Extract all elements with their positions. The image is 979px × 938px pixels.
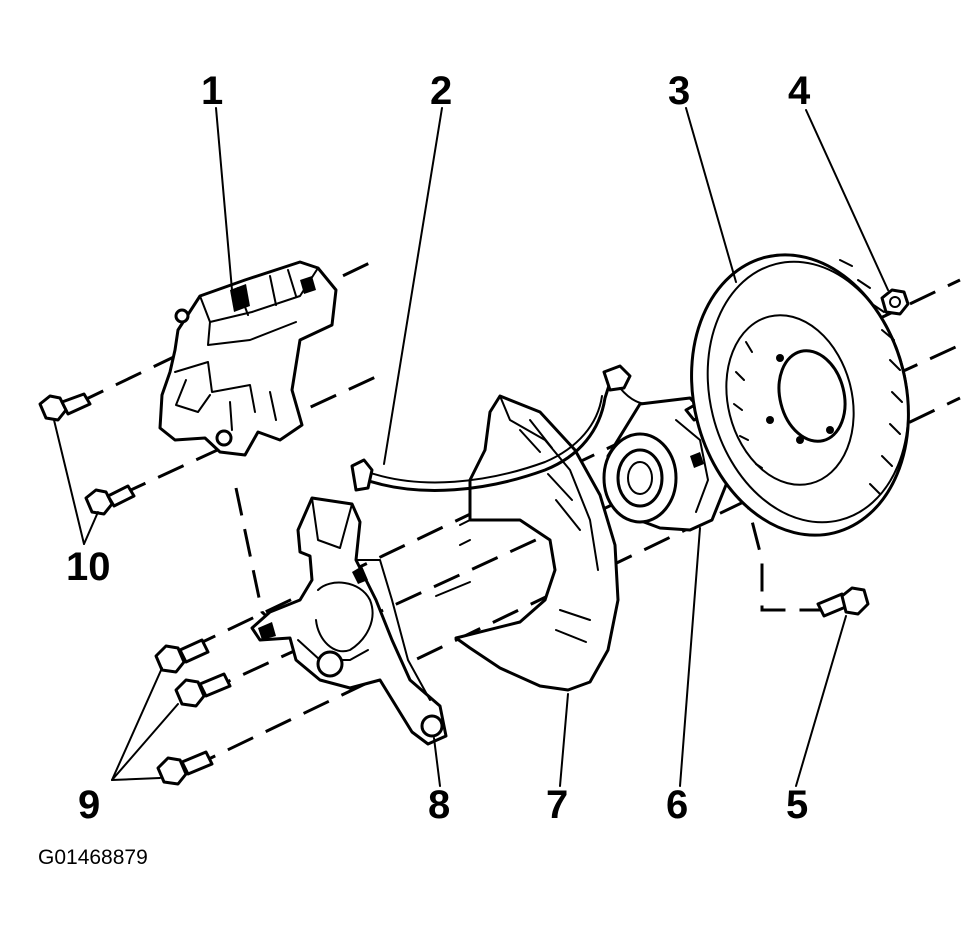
knuckle-bolts — [154, 638, 232, 786]
wheel-speed-sensor-harness — [350, 364, 649, 492]
callout-7: 7 — [546, 783, 568, 827]
callout-3: 3 — [668, 69, 690, 113]
callout-labels: 1 2 3 4 10 9 8 7 6 5 — [66, 69, 811, 827]
callout-5: 5 — [786, 783, 808, 827]
callout-9: 9 — [78, 783, 100, 827]
leader-lines — [53, 107, 889, 787]
figure-id: G01468879 — [38, 846, 148, 869]
brake-rotor — [690, 253, 910, 537]
callout-2: 2 — [430, 69, 452, 113]
wheel-nut — [880, 288, 910, 316]
hub-bolt — [816, 586, 870, 618]
callout-10: 10 — [66, 545, 111, 589]
callout-4: 4 — [788, 69, 811, 113]
callout-6: 6 — [666, 783, 688, 827]
steering-knuckle — [250, 496, 448, 746]
callout-8: 8 — [428, 783, 450, 827]
wheel-hub-bearing — [602, 396, 746, 532]
callout-1: 1 — [201, 69, 223, 113]
brake-shield — [435, 394, 620, 692]
caliper-bolts — [38, 392, 136, 516]
brake-caliper — [158, 260, 338, 457]
